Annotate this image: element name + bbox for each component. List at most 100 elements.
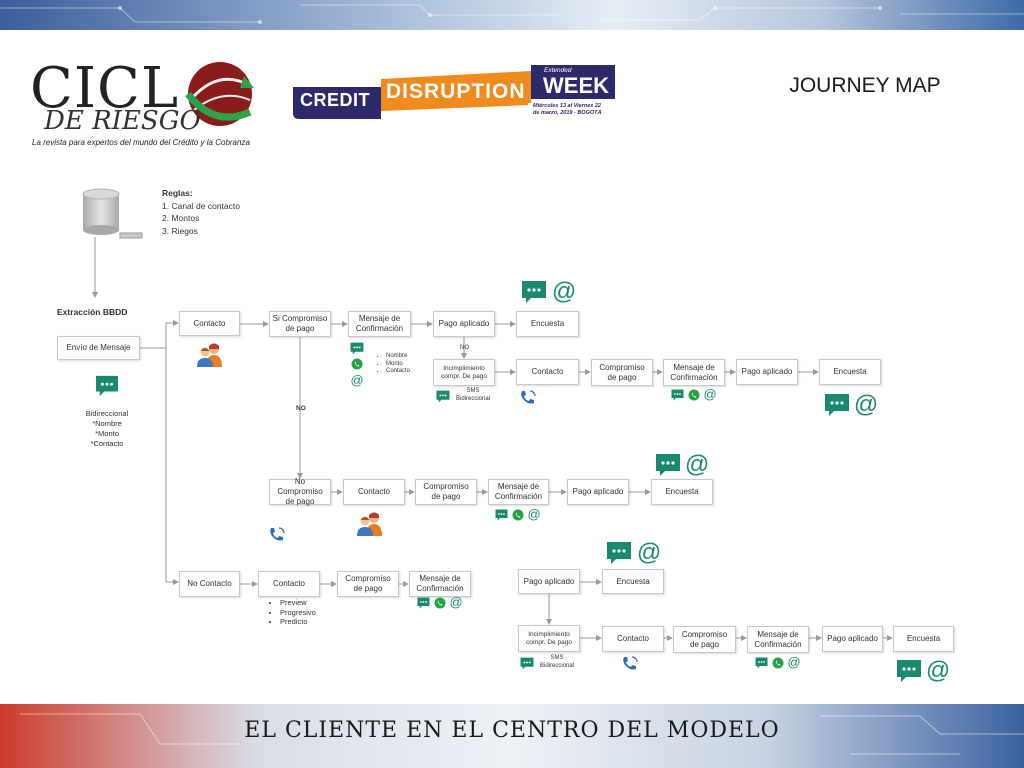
row2-mensaje-confirmacion-box: Mensaje de Confirmación [663, 359, 725, 386]
chat-icon [96, 375, 118, 397]
rule-item: 2. Montos [162, 213, 200, 223]
row5-compromiso-box: Compromiso de pago [673, 626, 736, 653]
credit-disruption-week-logo [293, 65, 615, 119]
list-item: Preview [280, 598, 316, 608]
chat-icon [656, 454, 680, 476]
rules-title: Reglas: [162, 188, 193, 198]
row4-compromiso-box: Compromiso de pago [337, 571, 399, 597]
svg-text:@: @ [787, 655, 800, 669]
dialer-modes-list: Preview Progresivo Predicto [266, 598, 316, 627]
ciclo-logo-tagline: La revista para expertos del mundo del C… [32, 138, 250, 147]
chat-icon [825, 394, 849, 416]
chat-icon [436, 390, 450, 403]
event-credit-label: CREDIT [300, 90, 370, 110]
email-icon: @ [685, 451, 709, 477]
email-icon: @ [637, 539, 661, 565]
bidireccional-text: Bidireccional *Nombre *Monto *Contacto [85, 409, 129, 448]
svg-text:@: @ [552, 278, 576, 304]
rule-item: 3. Riegos [162, 226, 198, 236]
footer-title: EL CLIENTE EN EL CENTRO DEL MODELO [244, 718, 780, 743]
row2-incumplimiento-box: Incimplimiento compr. De pago [433, 359, 495, 386]
row3-compromiso-box: Compromiso de pago [415, 479, 477, 505]
svg-text:@: @ [527, 507, 540, 521]
email-icon: @ [854, 391, 878, 417]
whatsapp-icon [434, 597, 446, 609]
row3-mensaje-confirmacion-box: Mensaje de Confirmación [488, 479, 549, 505]
event-extended-label: Extended [544, 67, 572, 74]
row2-compromiso-box: Compromiso de pago [591, 359, 653, 386]
list-item: Monto [386, 361, 410, 369]
email-icon: @ [350, 373, 363, 387]
row3-encuesta-box: Encuesta [651, 479, 713, 505]
bottom-decorative-band [0, 704, 1024, 768]
svg-text:@: @ [350, 373, 363, 387]
event-disruption-label: DISRUPTION [386, 80, 526, 103]
event-week-label: WEEK [543, 73, 609, 98]
row5-pago-aplicado-box: Pago aplicado [822, 626, 883, 652]
chat-icon [520, 657, 534, 670]
svg-text:@: @ [637, 539, 661, 565]
phone-icon [270, 527, 285, 541]
phone-icon [623, 656, 638, 670]
row3-no-compromiso-box: No Compromiso de pago [269, 477, 331, 506]
list-item: Contacto [386, 368, 410, 376]
chat-icon [671, 389, 684, 401]
chat-icon [897, 660, 921, 682]
email-icon: @ [926, 657, 950, 683]
no-label: NO [296, 405, 306, 412]
svg-text:@: @ [703, 387, 716, 401]
whatsapp-icon [351, 358, 363, 370]
extraction-label: Extracción BBDD [57, 307, 128, 317]
whatsapp-icon [688, 389, 700, 401]
sms-bidireccional-label: SMS Bidireccional [540, 655, 575, 669]
email-icon: @ [552, 278, 576, 304]
email-icon: @ [703, 387, 716, 401]
ciclo-logo-title: CICL [30, 56, 180, 121]
row4-encuesta-box: Encuesta [602, 569, 664, 594]
row5-encuesta-box: Encuesta [893, 626, 954, 652]
contact-fields-list: Nombre Monto Contacto [378, 353, 410, 376]
chat-icon [495, 509, 508, 521]
chat-icon [607, 542, 631, 564]
row2-pago-aplicado-box: Pago aplicado [736, 359, 798, 385]
list-item: Predicto [280, 617, 316, 627]
chat-icon [417, 597, 430, 609]
whatsapp-icon [772, 657, 784, 669]
row2-contacto-box: Contacto [516, 359, 579, 385]
globe-icon [185, 62, 254, 126]
row5-contacto-box: Contacto [602, 626, 664, 652]
row5-mensaje-confirmacion-box: Mensaje de Confirmación [747, 626, 809, 653]
top-decorative-band [0, 0, 1024, 30]
svg-text:@: @ [926, 657, 950, 683]
chat-icon [350, 342, 364, 355]
row4-mensaje-confirmacion-box: Mensaje de Confirmación [409, 571, 471, 597]
row5-incumplimiento-box: Incimplimiento compr. De pago [518, 625, 580, 652]
svg-text:@: @ [854, 391, 878, 417]
row1-encuesta-box: Encuesta [516, 311, 579, 337]
no-label-small: NO [460, 345, 469, 351]
row1-contacto-box: Contacto [179, 311, 240, 336]
envio-mensaje-box: Envío de Mensaje [57, 336, 140, 360]
sms-bidireccional-label: SMS Bidireccional [456, 388, 491, 402]
svg-text:@: @ [685, 451, 709, 477]
row4-no-contacto-box: No Contacto [179, 571, 240, 597]
chat-icon [522, 281, 546, 303]
row1-si-compromiso-box: Si Compromiso de pago [269, 311, 331, 337]
people-icon [357, 512, 382, 536]
event-dates: Miércoles 13 al Viernes 22 de marzo, 201… [533, 103, 602, 116]
row4-contacto-box: Contacto [258, 571, 320, 597]
phone-icon [521, 390, 536, 404]
row4-pago-aplicado-box: Pago aplicado [518, 569, 580, 594]
row3-pago-aplicado-box: Pago aplicado [567, 479, 629, 505]
row1-mensaje-confirmacion-box: Mensaje de Confirmación [348, 311, 411, 337]
email-icon: @ [787, 655, 800, 669]
row1-pago-aplicado-box: Pago aplicado [433, 311, 495, 337]
rule-item: 1. Canal de contacto [162, 201, 240, 211]
page-title: JOURNEY MAP [789, 74, 941, 97]
row2-encuesta-box: Encuesta [819, 359, 881, 385]
row3-contacto-box: Contacto [343, 479, 405, 505]
email-icon: @ [527, 507, 540, 521]
ciclo-logo-subtitle: DE RIESGO [44, 106, 201, 136]
svg-text:@: @ [449, 595, 462, 609]
